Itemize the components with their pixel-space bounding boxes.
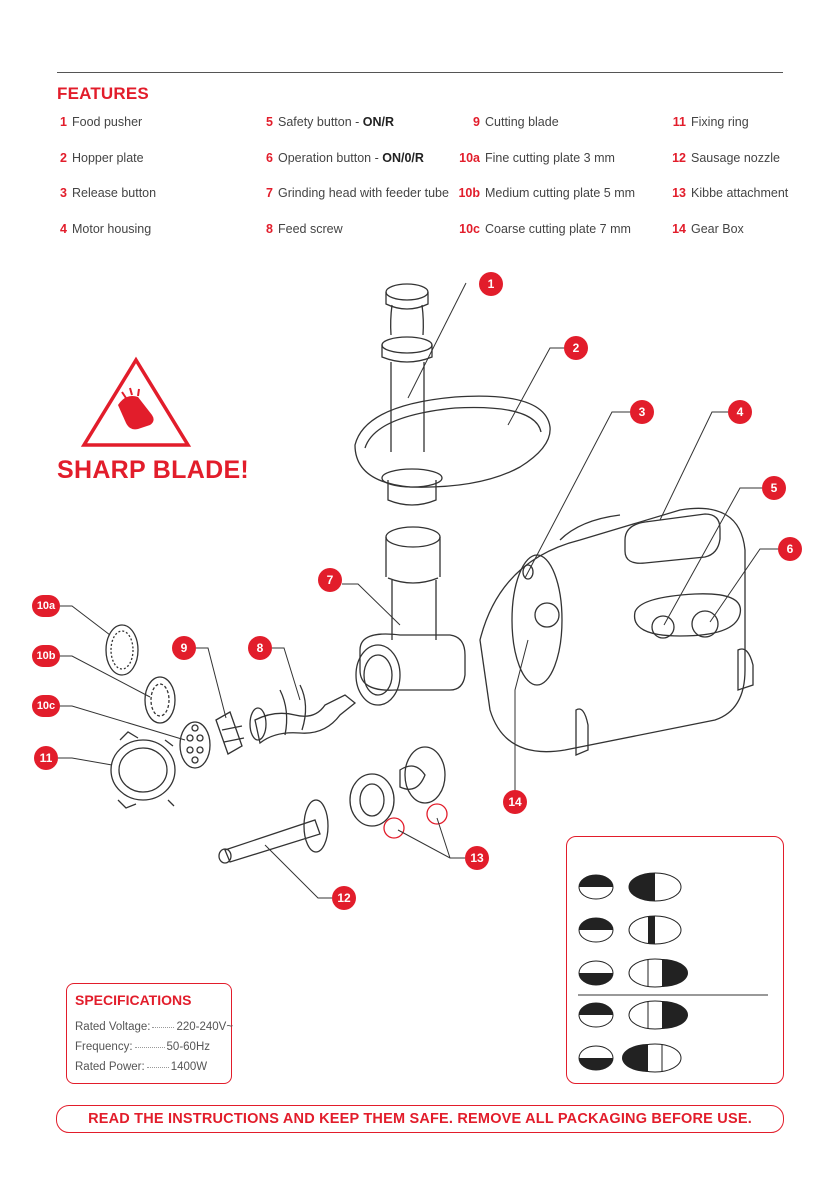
callout-10c: 10c [32,695,60,717]
feed-screw [249,684,357,745]
kibbe-attachment [349,746,448,839]
footer-notice: READ THE INSTRUCTIONS AND KEEP THEM SAFE… [56,1105,784,1133]
callout-10b: 10b [32,645,60,667]
callout-1: 1 [479,272,503,296]
callout-8-9: 9 [172,636,196,660]
legend-row-2 [578,915,682,945]
specifications-box: SPECIFICATIONS Rated Voltage:220-240V~ F… [66,983,234,1084]
spec-rated-voltage: Rated Voltage:220-240V~ [75,1021,234,1033]
callout-10a: 10a [32,595,60,617]
cutting-blade [215,711,245,755]
callout-8: 8 [248,636,272,660]
header-rule [57,72,783,73]
callout-13: 13 [465,846,489,870]
callout-leaders [58,282,778,899]
sausage-nozzle [218,799,329,864]
food-pusher [381,283,433,452]
cutting-plate-medium [144,676,176,724]
legend-row-4 [578,1000,688,1030]
grinding-head [355,526,466,706]
cutting-plate-fine [105,624,139,676]
motor-housing [479,507,754,756]
legend-row-3 [578,958,688,988]
callout-5: 5 [762,476,786,500]
sharp-blade-warning-icon [80,356,192,447]
callout-14: 14 [503,790,527,814]
hopper-plate [354,395,551,506]
callout-11: 11 [34,746,58,770]
mode-legend-diagram [578,872,768,1073]
sharp-blade-warning: SHARP BLADE! [57,456,250,484]
callout-12: 12 [332,886,356,910]
callout-3: 3 [630,400,654,424]
legend-row-5 [578,1043,682,1073]
cutting-plate-coarse [179,721,211,769]
features-title: FEATURES [57,84,149,103]
callout-4: 4 [728,400,752,424]
callout-2: 2 [564,336,588,360]
legend-row-1 [578,872,682,902]
specifications-title: SPECIFICATIONS [75,992,192,1008]
operation-legend-box [566,836,784,1084]
callout-7: 7 [318,568,342,592]
spec-rated-power: Rated Power:1400W [75,1061,208,1073]
fixing-ring [110,731,176,809]
callout-6: 6 [778,537,802,561]
spec-frequency: Frequency:50-60Hz [75,1041,210,1053]
